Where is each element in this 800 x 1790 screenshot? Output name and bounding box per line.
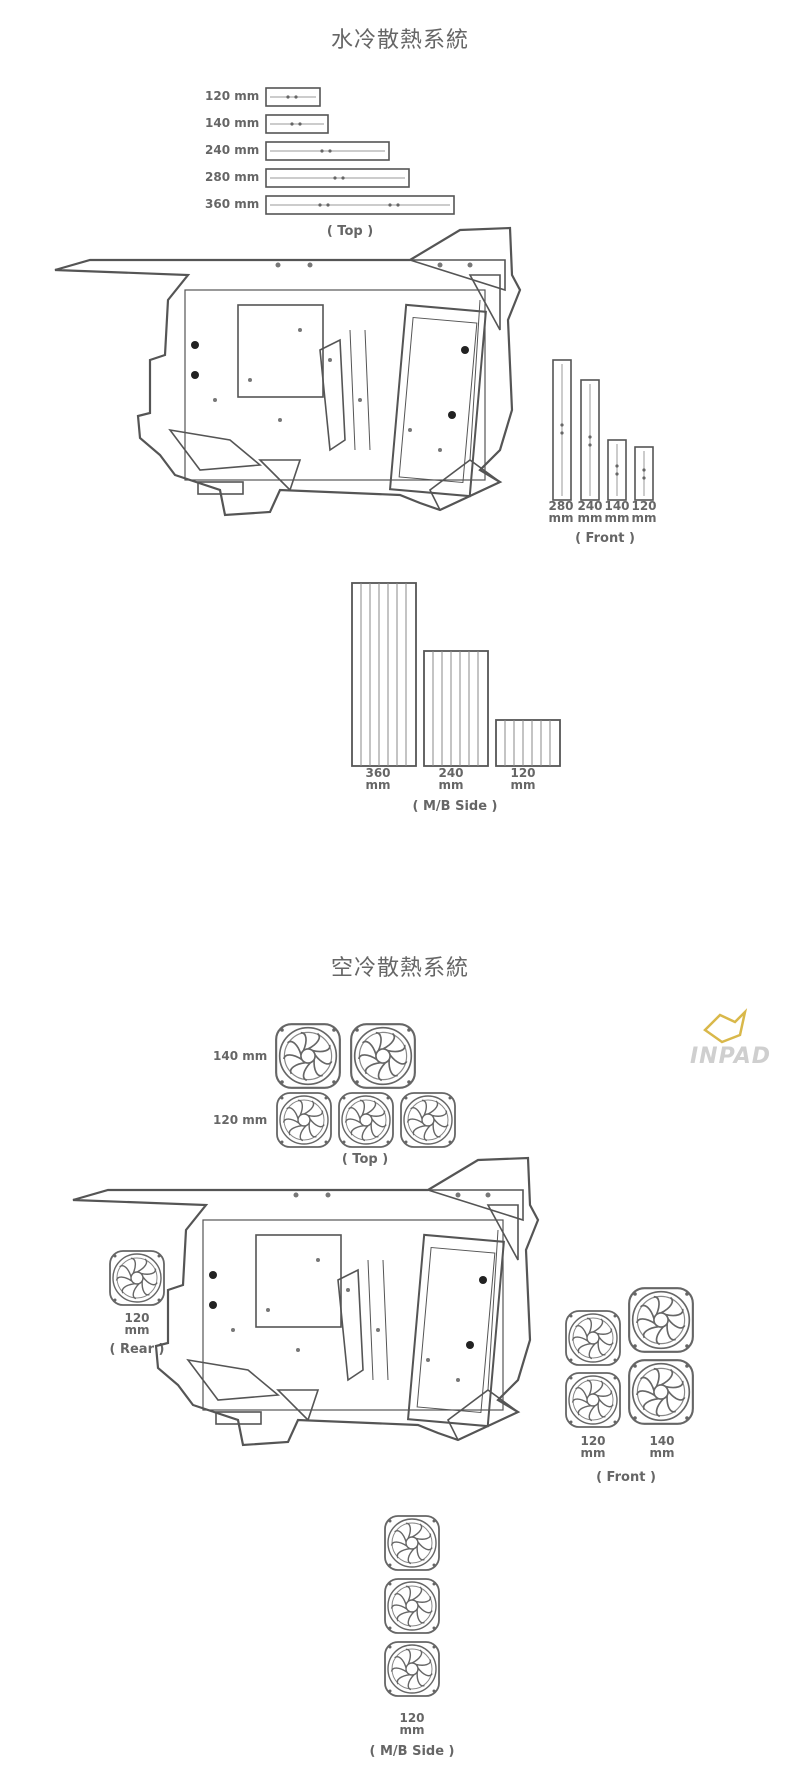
water-mb-size-unit: mm: [365, 778, 391, 792]
water-front-size-unit: mm: [548, 511, 574, 525]
water-mb-size-value: 120: [510, 766, 536, 780]
water-top-size-label: 360 mm: [205, 197, 260, 211]
watermark-logo: INPAD: [690, 1044, 771, 1069]
water-front-size-value: 280: [548, 499, 574, 513]
water-top-size-label: 120 mm: [205, 89, 260, 103]
air-mb-size-unit: mm: [399, 1723, 425, 1737]
air-rear-size-unit: mm: [124, 1323, 150, 1337]
air-cooling-title: 空冷散熱系統: [330, 956, 469, 981]
water-top-size-label: 280 mm: [205, 170, 260, 184]
air-top-size-label: 120 mm: [213, 1113, 268, 1127]
water-front-size-unit: mm: [577, 511, 603, 525]
water-mb-size-value: 360: [365, 766, 391, 780]
water-front-size-value: 240: [577, 499, 603, 513]
water-front-size-unit: mm: [604, 511, 630, 525]
air-mb-caption: ( M/B Side ): [369, 1744, 455, 1759]
water-front-caption: ( Front ): [575, 531, 635, 546]
air-top-caption: ( Top ): [341, 1152, 389, 1167]
water-cooling-title: 水冷散熱系統: [330, 28, 469, 53]
air-front-size-value: 140: [649, 1434, 675, 1448]
watermark-mark-icon: [703, 1008, 748, 1044]
water-top-size-label: 140 mm: [205, 116, 260, 130]
water-mb-size-unit: mm: [438, 778, 464, 792]
water-front-size-value: 120: [631, 499, 657, 513]
water-top-size-label: 240 mm: [205, 143, 260, 157]
air-mb-size-value: 120: [399, 1711, 425, 1725]
air-top-size-label: 140 mm: [213, 1049, 268, 1063]
air-front-size-value: 120: [580, 1434, 606, 1448]
air-front-size-unit: mm: [580, 1446, 606, 1460]
water-front-size-value: 140: [604, 499, 630, 513]
air-rear-size-value: 120: [124, 1311, 150, 1325]
water-mb-size-value: 240: [438, 766, 464, 780]
water-top-caption: ( Top ): [326, 224, 374, 239]
water-front-size-unit: mm: [631, 511, 657, 525]
air-front-caption: ( Front ): [596, 1470, 656, 1485]
water-mb-caption: ( M/B Side ): [412, 799, 498, 814]
air-front-size-unit: mm: [649, 1446, 675, 1460]
water-mb-size-unit: mm: [510, 778, 536, 792]
air-rear-caption: ( Rear ): [109, 1342, 165, 1357]
